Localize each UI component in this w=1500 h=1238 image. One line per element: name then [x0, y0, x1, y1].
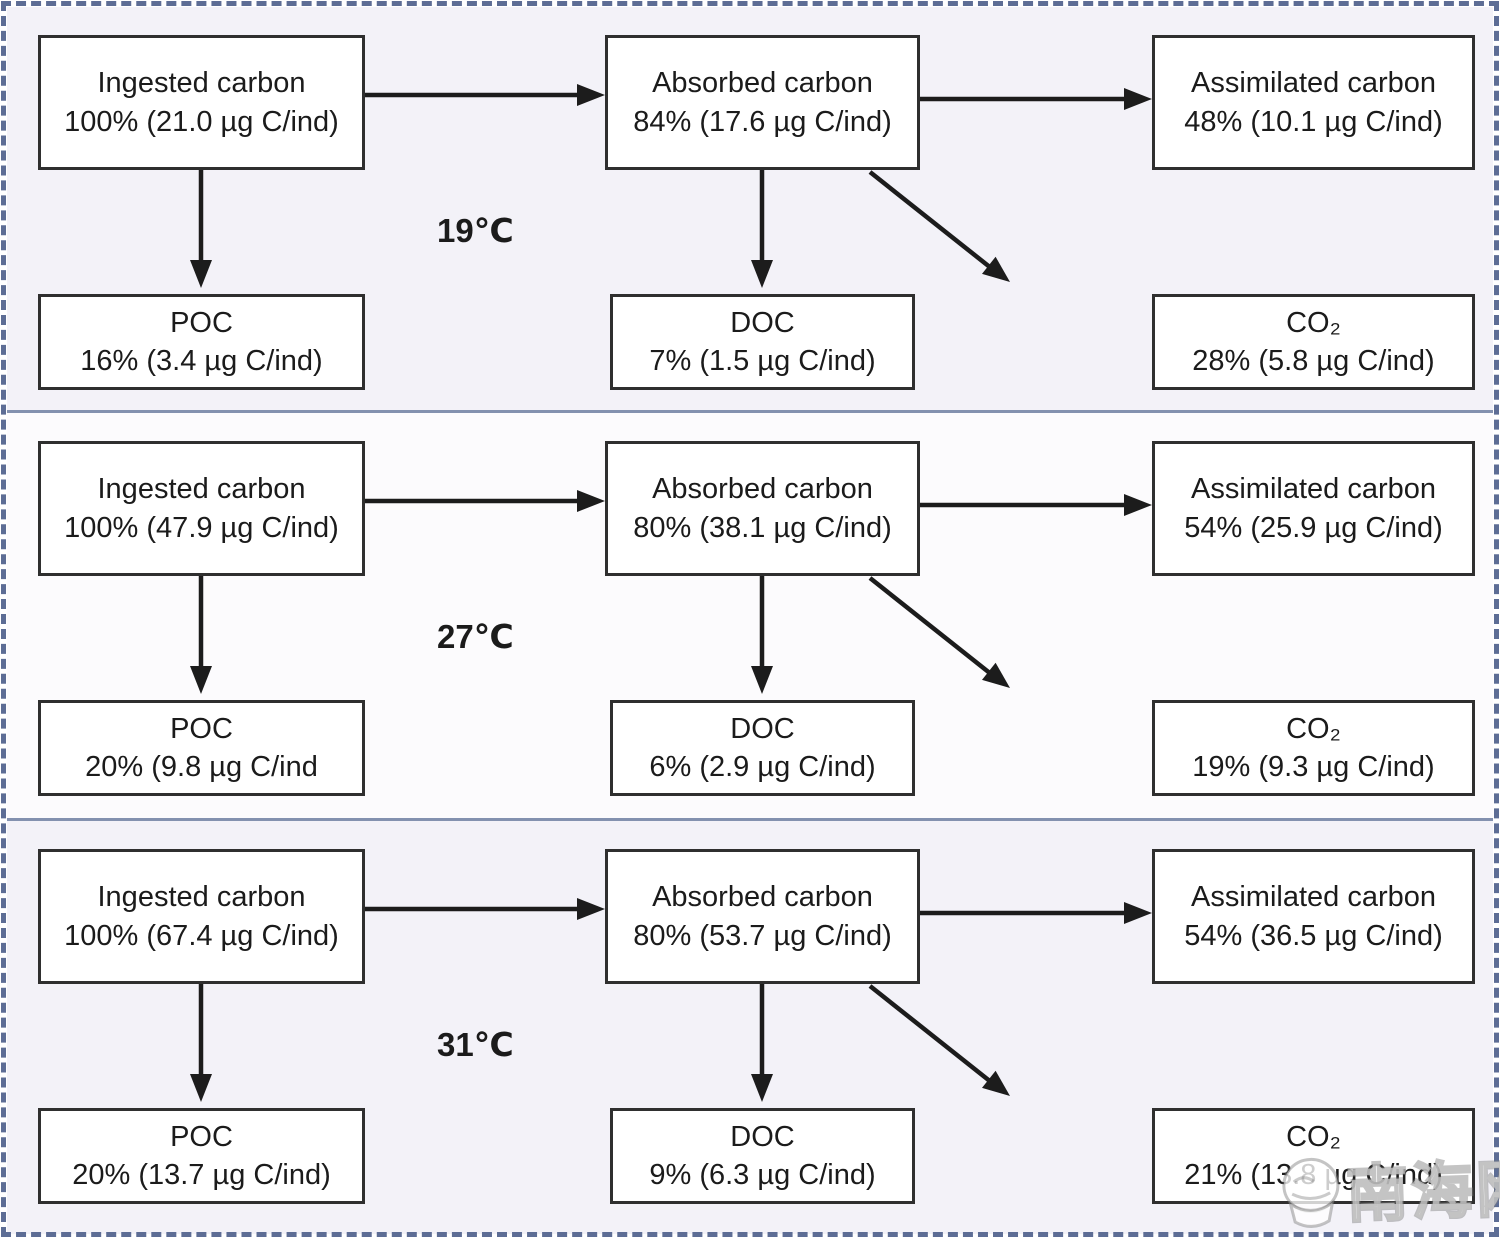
- temperature-panel-19c: Ingested carbon 100% (21.0 µg C/ind) Abs…: [7, 7, 1493, 410]
- co2-box: CO₂ 19% (9.3 µg C/ind): [1152, 700, 1475, 796]
- ingested-carbon-box: Ingested carbon 100% (67.4 µg C/ind): [38, 849, 365, 984]
- absorbed-carbon-box: Absorbed carbon 80% (38.1 µg C/ind): [605, 441, 920, 576]
- doc-box: DOC 6% (2.9 µg C/ind): [610, 700, 915, 796]
- poc-box: POC 20% (9.8 µg C/ind: [38, 700, 365, 796]
- box-title: Assimilated carbon: [1191, 473, 1436, 506]
- box-title: Assimilated carbon: [1191, 67, 1436, 100]
- assimilated-carbon-box: Assimilated carbon 54% (25.9 µg C/ind): [1152, 441, 1475, 576]
- arrow-ingested-to-poc: [190, 576, 212, 694]
- arrow-ingested-to-absorbed: [365, 490, 605, 512]
- box-value: 100% (21.0 µg C/ind): [64, 105, 339, 138]
- box-title: DOC: [730, 712, 795, 745]
- box-title: Absorbed carbon: [652, 881, 873, 914]
- box-title: Absorbed carbon: [652, 473, 873, 506]
- absorbed-carbon-box: Absorbed carbon 84% (17.6 µg C/ind): [605, 35, 920, 170]
- arrow-ingested-to-absorbed: [365, 898, 605, 920]
- box-title: CO₂: [1286, 1120, 1341, 1153]
- box-title: Absorbed carbon: [652, 67, 873, 100]
- co2-box: CO₂ 28% (5.8 µg C/ind): [1152, 294, 1475, 390]
- box-value: 100% (67.4 µg C/ind): [64, 919, 339, 952]
- arrow-ingested-to-absorbed: [365, 84, 605, 106]
- box-title: POC: [170, 306, 233, 339]
- absorbed-carbon-box: Absorbed carbon 80% (53.7 µg C/ind): [605, 849, 920, 984]
- box-title: DOC: [730, 1120, 795, 1153]
- arrow-absorbed-to-co2: [868, 984, 1010, 1096]
- arrow-absorbed-to-co2: [868, 576, 1010, 688]
- assimilated-carbon-box: Assimilated carbon 54% (36.5 µg C/ind): [1152, 849, 1475, 984]
- box-value: 6% (2.9 µg C/ind): [649, 751, 876, 783]
- flow-arrows: [190, 84, 1152, 288]
- box-value: 84% (17.6 µg C/ind): [633, 105, 892, 138]
- temperature-label: 27℃: [437, 618, 514, 655]
- poc-box: POC 16% (3.4 µg C/ind): [38, 294, 365, 390]
- temperature-label: 31℃: [437, 1026, 514, 1063]
- box-value: 20% (9.8 µg C/ind: [85, 751, 318, 783]
- box-title: CO₂: [1286, 306, 1341, 339]
- box-value: 21% (13.8 µg C/ind): [1184, 1159, 1443, 1191]
- box-value: 9% (6.3 µg C/ind): [649, 1159, 876, 1191]
- temperature-label: 19℃: [437, 212, 514, 249]
- flow-arrows: [190, 490, 1152, 694]
- arrow-absorbed-to-doc: [751, 576, 773, 694]
- ingested-carbon-box: Ingested carbon 100% (47.9 µg C/ind): [38, 441, 365, 576]
- poc-box: POC 20% (13.7 µg C/ind): [38, 1108, 365, 1204]
- box-value: 16% (3.4 µg C/ind): [80, 345, 323, 377]
- box-value: 20% (13.7 µg C/ind): [72, 1159, 331, 1191]
- arrow-absorbed-to-co2: [868, 170, 1010, 282]
- box-title: CO₂: [1286, 712, 1341, 745]
- temperature-panel-27c: Ingested carbon 100% (47.9 µg C/ind) Abs…: [7, 410, 1493, 821]
- temperature-panel-31c: Ingested carbon 100% (67.4 µg C/ind) Abs…: [7, 818, 1493, 1234]
- box-value: 7% (1.5 µg C/ind): [649, 345, 876, 377]
- arrow-absorbed-to-assimilated: [920, 494, 1152, 516]
- box-value: 80% (38.1 µg C/ind): [633, 511, 892, 544]
- assimilated-carbon-box: Assimilated carbon 48% (10.1 µg C/ind): [1152, 35, 1475, 170]
- box-value: 54% (36.5 µg C/ind): [1184, 919, 1443, 952]
- arrow-ingested-to-poc: [190, 984, 212, 1102]
- box-value: 100% (47.9 µg C/ind): [64, 511, 339, 544]
- ingested-carbon-box: Ingested carbon 100% (21.0 µg C/ind): [38, 35, 365, 170]
- doc-box: DOC 7% (1.5 µg C/ind): [610, 294, 915, 390]
- doc-box: DOC 9% (6.3 µg C/ind): [610, 1108, 915, 1204]
- co2-box: CO₂ 21% (13.8 µg C/ind): [1152, 1108, 1475, 1204]
- box-title: Ingested carbon: [97, 67, 306, 100]
- flow-arrows: [190, 898, 1152, 1102]
- box-value: 28% (5.8 µg C/ind): [1192, 345, 1435, 377]
- box-title: Ingested carbon: [97, 473, 306, 506]
- box-title: POC: [170, 1120, 233, 1153]
- arrow-absorbed-to-assimilated: [920, 88, 1152, 110]
- box-title: DOC: [730, 306, 795, 339]
- box-title: Assimilated carbon: [1191, 881, 1436, 914]
- box-value: 80% (53.7 µg C/ind): [633, 919, 892, 952]
- arrow-absorbed-to-doc: [751, 170, 773, 288]
- box-title: Ingested carbon: [97, 881, 306, 914]
- arrow-absorbed-to-doc: [751, 984, 773, 1102]
- box-title: POC: [170, 712, 233, 745]
- arrow-ingested-to-poc: [190, 170, 212, 288]
- box-value: 54% (25.9 µg C/ind): [1184, 511, 1443, 544]
- box-value: 19% (9.3 µg C/ind): [1192, 751, 1435, 783]
- arrow-absorbed-to-assimilated: [920, 902, 1152, 924]
- box-value: 48% (10.1 µg C/ind): [1184, 105, 1443, 138]
